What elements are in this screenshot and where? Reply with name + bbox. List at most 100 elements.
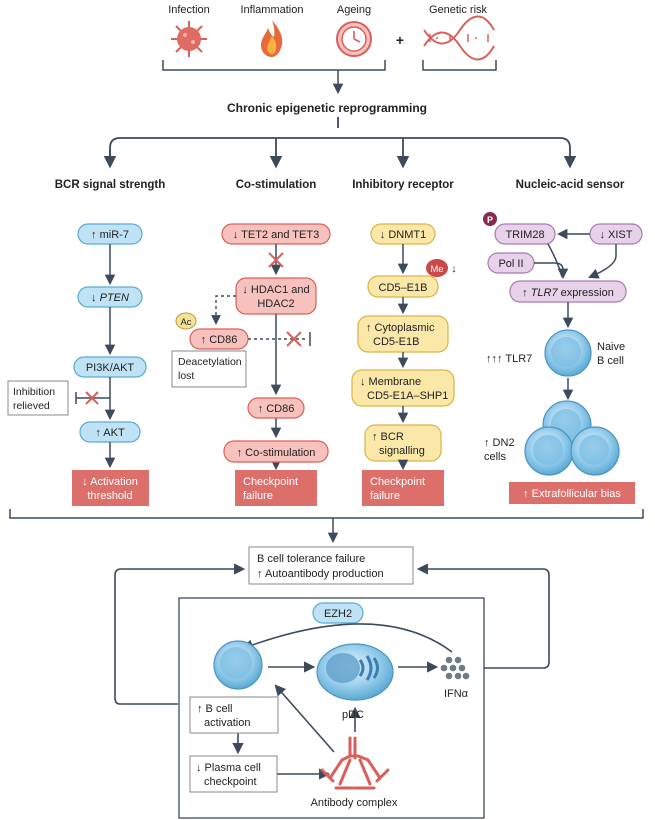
methyl-arrow: ↓ [451, 263, 457, 275]
cytoplasmic-line2: CD5-E1B [373, 336, 419, 348]
column-header-nucleic: Nucleic-acid sensor [516, 179, 625, 191]
pten-label: ↓ PTEN [91, 292, 129, 304]
tolerance-box [248, 546, 414, 585]
bcr-outcome-box [72, 470, 149, 506]
plasma-checkpoint-line2: checkpoint [204, 776, 257, 788]
mir7-label: ↑ miR-7 [91, 229, 129, 241]
membrane-line1: ↓ Membrane [360, 376, 421, 388]
cd86-top-label: ↑ CD86 [201, 334, 238, 346]
inhib-outcome-line1: Checkpoint [370, 476, 425, 488]
b-cell-activation-box [189, 696, 279, 734]
feedback-loops [114, 563, 550, 705]
ifn-dots-icon [440, 656, 470, 680]
tolerance-line1: B cell tolerance failure [257, 553, 365, 565]
costim-outcome-box [235, 470, 317, 506]
tet-label: ↓ TET2 and TET3 [233, 229, 319, 241]
cross-mark-icon [85, 391, 99, 405]
antibody-complex-label: Antibody complex [311, 797, 398, 809]
b-cell-activation-line1: ↑ B cell [197, 703, 232, 715]
bcr-signalling-line1: ↑ BCR [372, 431, 404, 443]
costim-pill [223, 440, 329, 463]
bcr-column: ↑ miR-7 ↓ PTEN PI3K/AKT ↑ AKT Inhibition… [7, 223, 149, 506]
phospho-badge [483, 212, 497, 226]
methyl-label: Me [430, 264, 443, 275]
b-cell-activation-line2: activation [204, 717, 250, 729]
column-header-inhib: Inhibitory receptor [352, 179, 454, 191]
dn2-line1: ↑ DN2 [484, 437, 515, 449]
genetic-risk-label: Genetic risk [429, 4, 488, 16]
pdc-cell-icon [316, 643, 394, 701]
naive-b-cell-icon [544, 329, 592, 377]
deacetylation-box [171, 350, 247, 388]
inhib-column: ↓ DNMT1 CD5–E1B Me ↓ ↑ Cytoplasmic CD5-E… [351, 223, 457, 506]
cd86-pill [247, 397, 305, 419]
inhibition-line1: Inhibition [13, 386, 55, 398]
plasma-checkpoint-line1: ↓ Plasma cell [196, 762, 261, 774]
branch-lines [103, 117, 577, 169]
antibody-complex-icon [320, 736, 390, 790]
costim-label: ↑ Co-stimulation [237, 447, 316, 459]
cd86-label: ↑ CD86 [258, 403, 295, 415]
plus-sign: + [396, 32, 404, 48]
pol2-label: Pol II [498, 258, 523, 270]
pdc-label: pDC [342, 709, 364, 721]
top-bracket [162, 60, 497, 95]
tlr7-levels-label: ↑↑↑ TLR7 [486, 353, 532, 365]
nucleic-column: TRIM28 P ↓ XIST Pol II ↑ TLR7 expression… [483, 212, 643, 504]
inhib-outcome-box [362, 470, 444, 506]
clock-icon [336, 21, 372, 57]
dna-icon [423, 15, 495, 61]
b-cell-icon [213, 640, 263, 690]
inhibition-line2: relieved [13, 400, 50, 412]
factor-ageing-label: Ageing [337, 4, 371, 16]
ezh2-label: EZH2 [324, 608, 352, 620]
middle-bracket [9, 509, 644, 544]
tolerance-line2: ↑ Autoantibody production [257, 568, 384, 580]
cytoplasmic-line1: ↑ Cytoplasmic [366, 322, 435, 334]
cross-mark-icon [286, 331, 302, 347]
cross-mark-icon [268, 252, 284, 268]
trim28-pill [494, 223, 556, 245]
costim-outcome-line2: failure [243, 490, 273, 502]
deacetylation-line1: Deacetylation [178, 356, 242, 368]
factor-infection-label: Infection [168, 4, 210, 16]
naive-line1: Naive [597, 341, 625, 353]
pi3k-label: PI3K/AKT [86, 362, 135, 374]
methyl-badge [426, 259, 448, 277]
ezh2-pill [312, 602, 364, 624]
costim-column: ↓ TET2 and TET3 ↓ HDAC1 and HDAC2 ↑ CD86… [171, 223, 331, 506]
column-header-bcr: BCR signal strength [55, 179, 166, 191]
membrane-line2: CD5-E1A–SHP1 [367, 390, 448, 402]
ifn-label: IFNα [444, 688, 469, 700]
xist-label: ↓ XIST [599, 229, 632, 241]
hdac-line1: ↓ HDAC1 and [242, 284, 309, 296]
phospho-label: P [487, 215, 493, 225]
hdac-line2: HDAC2 [257, 298, 294, 310]
central-title: Chronic epigenetic reprogramming [227, 101, 427, 115]
acetyl-badge [175, 312, 197, 330]
inhib-outcome-line2: failure [370, 490, 400, 502]
factor-inflammation-label: Inflammation [241, 4, 304, 16]
bcr-signalling-line2: signalling [379, 445, 425, 457]
cd5e1b-label: CD5–E1B [379, 282, 428, 294]
naive-line2: B cell [597, 355, 624, 367]
plasma-checkpoint-box [189, 755, 278, 793]
dnmt1-label: ↓ DNMT1 [380, 229, 426, 241]
costim-outcome-line1: Checkpoint [243, 476, 298, 488]
trim28-label: TRIM28 [505, 229, 544, 241]
akt-label: ↑ AKT [95, 427, 125, 439]
column-header-costim: Co-stimulation [236, 179, 317, 191]
inhibition-box [7, 380, 69, 416]
flame-icon [261, 20, 283, 57]
bcr-outcome-line2: threshold [87, 490, 132, 502]
deacetylation-line2: lost [178, 370, 194, 382]
dn2-line2: cells [484, 451, 507, 463]
nucleic-outcome-box [509, 482, 635, 504]
virus-icon [171, 21, 207, 57]
dn2-cells-icon [524, 400, 620, 476]
acetyl-label: Ac [180, 317, 191, 328]
nucleic-outcome-label: ↑ Extrafollicular bias [523, 488, 621, 500]
tlr7-label: ↑ TLR7 expression [522, 287, 614, 299]
bcr-outcome-line1: ↓ Activation [82, 476, 138, 488]
